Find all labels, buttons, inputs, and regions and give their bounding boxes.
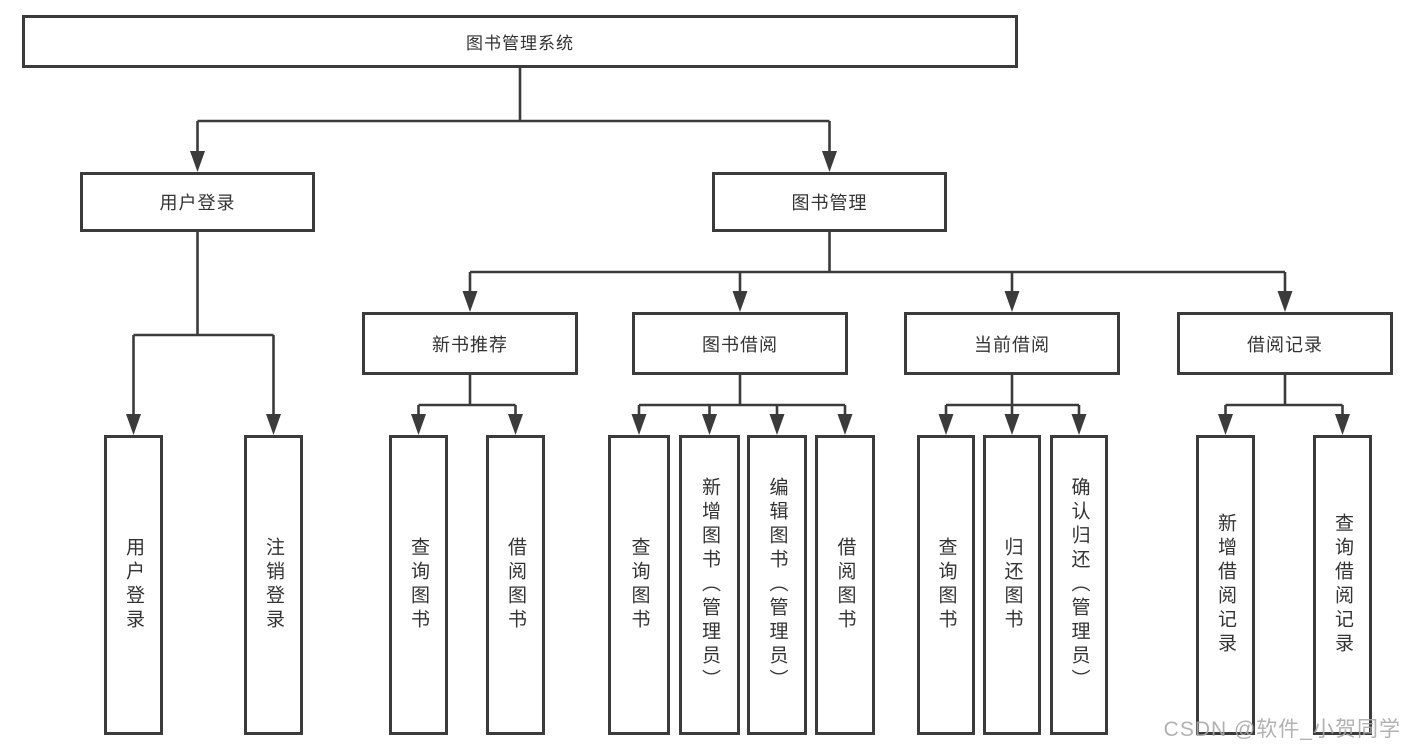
leaf-edit-book-admin: 编辑图书（管理员） — [747, 435, 807, 735]
node-root: 图书管理系统 — [22, 15, 1018, 68]
leaf-borrow-book-recommend: 借阅图书 — [486, 435, 545, 735]
leaf-return-book: 归还图书 — [983, 435, 1041, 735]
leaf-query-book-current: 查询图书 — [917, 435, 975, 735]
node-user-login: 用户登录 — [80, 172, 315, 232]
leaf-confirm-return-admin: 确认归还（管理员） — [1050, 435, 1108, 735]
node-current-borrow: 当前借阅 — [904, 312, 1120, 375]
node-book-borrow: 图书借阅 — [632, 312, 848, 375]
leaf-query-borrow-record: 查询借阅记录 — [1313, 435, 1372, 735]
leaf-query-book-recommend: 查询图书 — [389, 435, 448, 735]
csdn-watermark: CSDN @软件_小贺同学 — [1163, 718, 1401, 741]
leaf-add-book-admin: 新增图书（管理员） — [679, 435, 740, 735]
leaf-user-login: 用户登录 — [104, 435, 163, 735]
leaf-add-borrow-record: 新增借阅记录 — [1196, 435, 1255, 735]
leaf-logout-login: 注销登录 — [244, 435, 303, 735]
leaf-query-book-borrow: 查询图书 — [608, 435, 670, 735]
node-borrow-record: 借阅记录 — [1177, 312, 1393, 375]
node-new-book-recommend: 新书推荐 — [362, 312, 578, 375]
leaf-borrow-book-borrow: 借阅图书 — [815, 435, 875, 735]
node-book-management: 图书管理 — [712, 172, 947, 232]
